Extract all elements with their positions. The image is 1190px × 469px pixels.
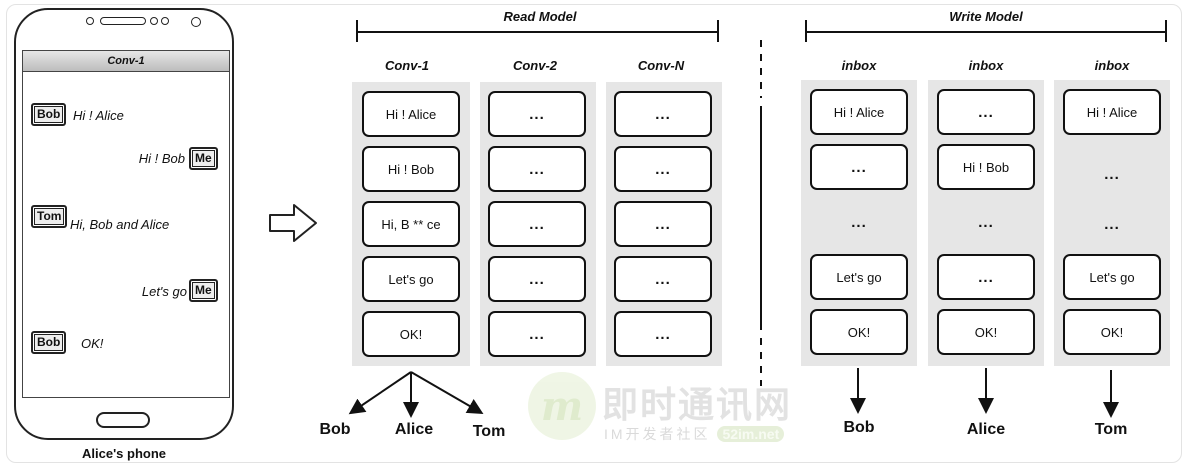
inbox-cell: ...	[810, 144, 908, 190]
phone-screen: Conv-1 Bob Hi ! Alice Hi ! Bob Me Tom Hi…	[22, 50, 230, 398]
inbox-cell: Let's go	[1063, 254, 1161, 300]
inbox-cell: ...	[937, 89, 1035, 135]
read-cell: Let's go	[362, 256, 460, 302]
read-cell: OK!	[362, 311, 460, 357]
conversation-title: Conv-1	[23, 51, 229, 72]
write-column-label: inbox	[841, 58, 877, 73]
read-cell: ...	[488, 256, 586, 302]
write-model-bracket	[805, 20, 1167, 42]
chat-message: OK!	[81, 336, 104, 351]
phone-sensor-dot	[86, 17, 94, 25]
sender-tag-me: Me	[189, 279, 218, 302]
write-column-label: inbox	[968, 58, 1004, 73]
read-column-label: Conv-N	[637, 58, 685, 73]
recipient-label: Bob	[319, 421, 351, 438]
sender-tag-me: Me	[189, 147, 218, 170]
phone-sensor-dot	[150, 17, 158, 25]
phone-sensor-dot	[161, 17, 169, 25]
read-cell: ...	[488, 311, 586, 357]
read-model-title: Read Model	[503, 9, 577, 24]
inbox-cell: Let's go	[810, 254, 908, 300]
read-column-label: Conv-1	[384, 58, 430, 73]
read-cell: ...	[614, 311, 712, 357]
inbox-gap: ...	[851, 213, 867, 231]
watermark-logo: m	[528, 372, 596, 440]
model-divider	[760, 40, 762, 386]
inbox-cell: OK!	[937, 309, 1035, 355]
read-cell: ...	[488, 201, 586, 247]
read-cell: Hi ! Alice	[362, 91, 460, 137]
inbox-cell: OK!	[1063, 309, 1161, 355]
watermark-sub: IM开发者社区 52im.net	[604, 424, 785, 444]
inbox-cell: ...	[937, 254, 1035, 300]
inbox-cell: Hi ! Alice	[1063, 89, 1161, 135]
inbox-gap: ...	[978, 213, 994, 231]
read-cell: ...	[488, 146, 586, 192]
phone-home-button[interactable]	[96, 412, 150, 428]
phone-camera	[191, 17, 201, 27]
write-column-label: inbox	[1094, 58, 1130, 73]
read-cell: Hi, B ** ce	[362, 201, 460, 247]
read-model-bracket	[356, 20, 719, 42]
transition-arrow	[269, 204, 317, 242]
chat-message: Hi ! Alice	[73, 108, 124, 123]
fanout-arrows	[348, 371, 484, 418]
sender-tag-tom: Tom	[31, 205, 68, 228]
read-cell: ...	[614, 146, 712, 192]
read-cell: Hi ! Bob	[362, 146, 460, 192]
sender-tag-bob: Bob	[31, 103, 67, 126]
inbox-gap: ...	[1104, 165, 1120, 183]
phone-speaker	[100, 17, 146, 25]
inbox-cell: Hi ! Alice	[810, 89, 908, 135]
chat-message: Hi, Bob and Alice	[70, 217, 170, 232]
inbox-owner-label: Bob	[843, 419, 875, 436]
write-model-title: Write Model	[949, 9, 1023, 24]
inbox-owner-label: Alice	[966, 421, 1006, 438]
inbox-owner-label: Tom	[1094, 421, 1128, 438]
sender-tag-bob: Bob	[31, 331, 67, 354]
read-cell: ...	[614, 91, 712, 137]
read-cell: ...	[614, 201, 712, 247]
read-column-label: Conv-2	[512, 58, 558, 73]
chat-message: Let's go	[141, 284, 187, 299]
chat-message: Hi ! Bob	[138, 151, 185, 166]
recipient-label: Alice	[394, 421, 434, 438]
watermark-name: 即时通讯网	[602, 384, 793, 425]
inbox-cell: OK!	[810, 309, 908, 355]
inbox-cell: Hi ! Bob	[937, 144, 1035, 190]
phone-caption: Alice's phone	[82, 446, 166, 461]
read-cell: ...	[488, 91, 586, 137]
inbox-arrows	[850, 368, 1119, 418]
recipient-label: Tom	[472, 423, 506, 440]
read-cell: ...	[614, 256, 712, 302]
inbox-gap: ...	[1104, 215, 1120, 233]
